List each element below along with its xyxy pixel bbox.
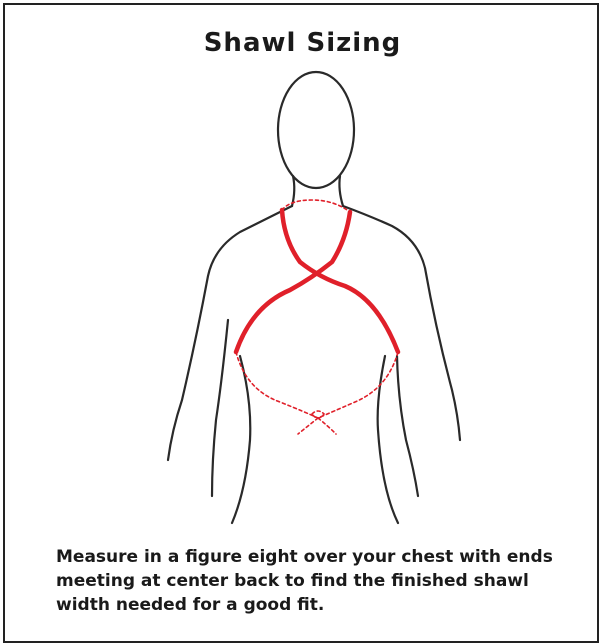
left-torso-outline (232, 356, 250, 523)
shawl-upper-left-strand (282, 210, 398, 352)
head-outline (278, 72, 354, 188)
left-shoulder-outline (168, 206, 292, 460)
shawl-lower-back-dashed (236, 352, 398, 418)
neck-left-outline (292, 176, 294, 206)
left-inner-arm-outline (212, 320, 228, 496)
shawl-tie-left-dashed (298, 418, 318, 434)
body-figure-illustration (0, 0, 605, 629)
instructions-caption: Measure in a figure eight over your ches… (56, 545, 556, 617)
right-torso-outline (378, 356, 398, 523)
neck-right-outline (339, 176, 343, 206)
shawl-tie-right-dashed (318, 418, 336, 434)
right-inner-arm-outline (397, 356, 418, 496)
